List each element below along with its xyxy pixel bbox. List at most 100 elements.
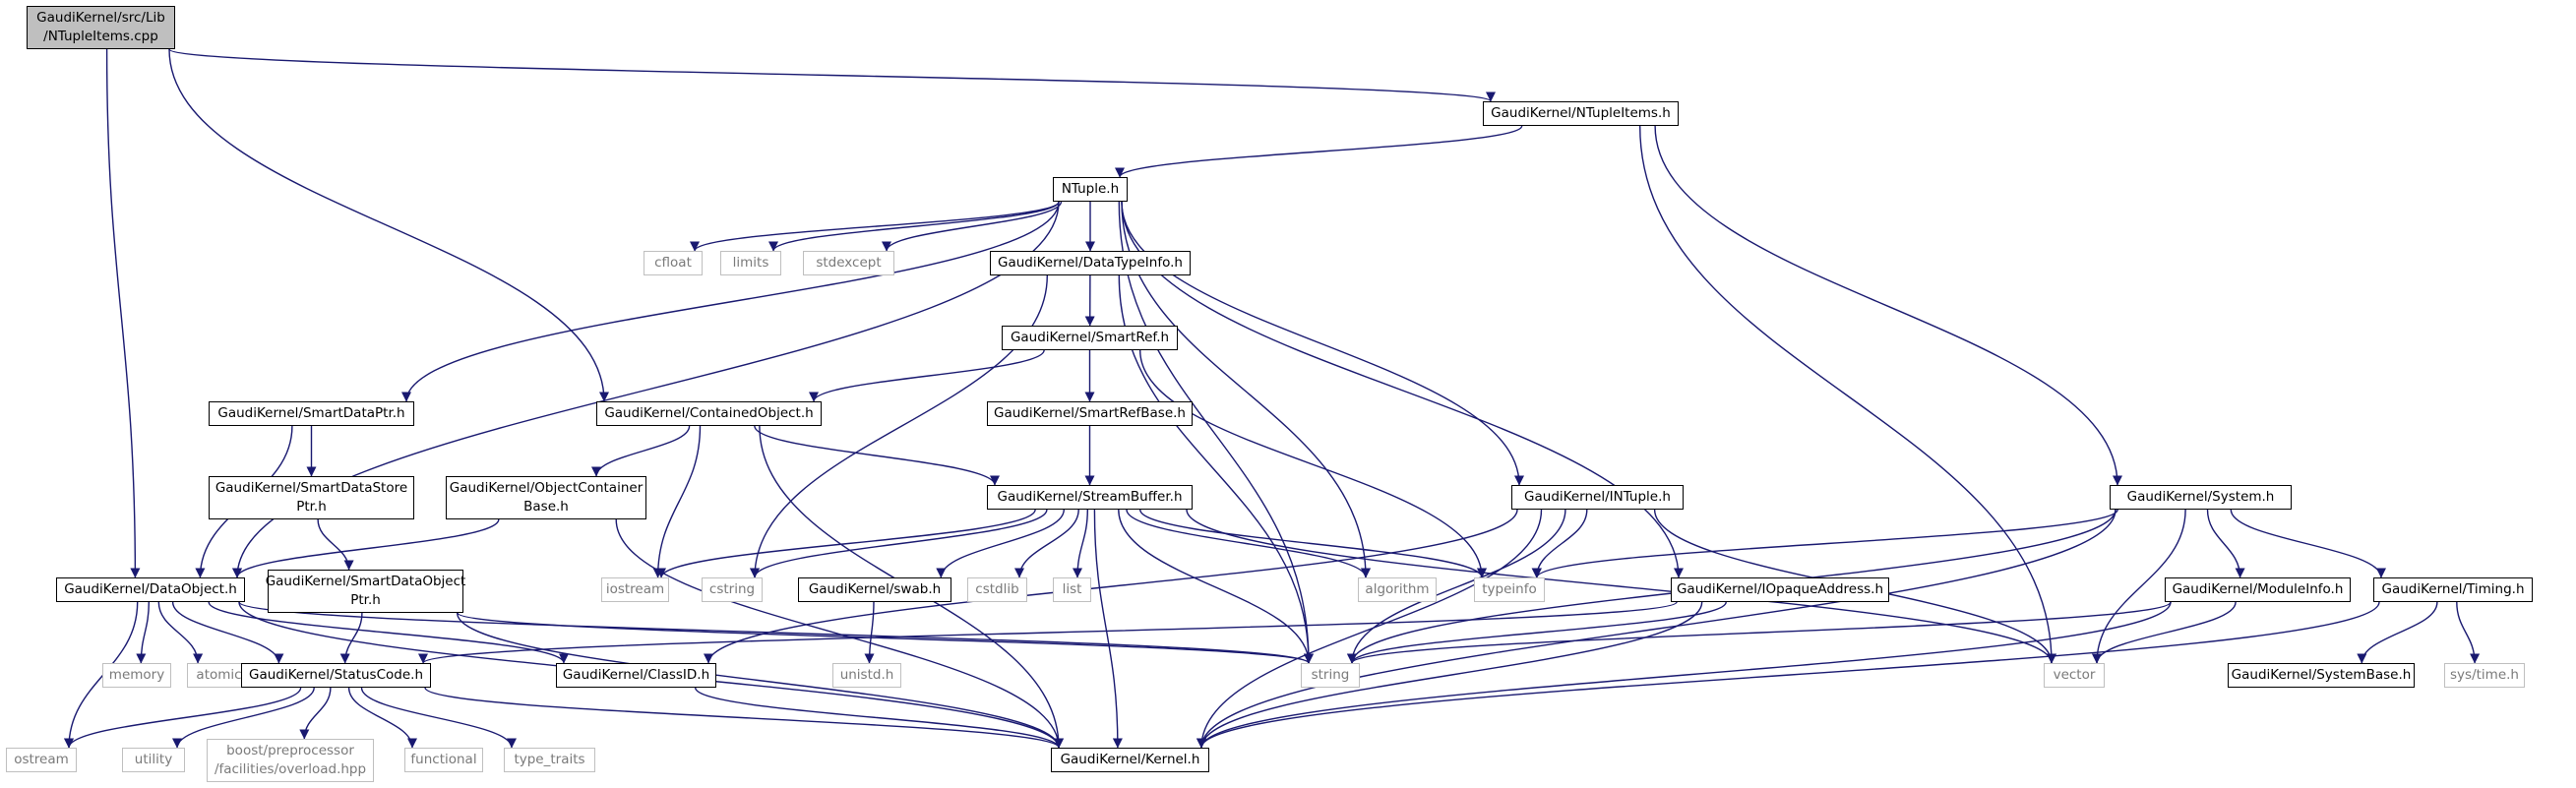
node-iopaqueaddress[interactable]: GaudiKernel/IOpaqueAddress.h	[1671, 577, 1889, 602]
edge-root-to-containedobject	[168, 48, 609, 402]
node-timing[interactable]: GaudiKernel/Timing.h	[2373, 577, 2533, 602]
edge-ntuple-to-smartdataptr	[401, 201, 1060, 402]
node-classid[interactable]: GaudiKernel/ClassID.h	[556, 663, 716, 688]
node-label-line: Ptr.h	[296, 499, 327, 515]
node-ntuple[interactable]: NTuple.h	[1053, 177, 1128, 202]
node-unistd: unistd.h	[832, 663, 901, 688]
node-label-line: GaudiKernel/ModuleInfo.h	[2172, 581, 2344, 597]
node-dataobject[interactable]: GaudiKernel/DataObject.h	[56, 577, 245, 602]
edge-streambuffer-to-typeinfo	[1139, 509, 1487, 578]
node-streambuffer[interactable]: GaudiKernel/StreamBuffer.h	[987, 485, 1193, 510]
node-systembase[interactable]: GaudiKernel/SystemBase.h	[2228, 663, 2415, 688]
node-label: algorithm	[1365, 580, 1429, 599]
node-root[interactable]: GaudiKernel/src/Lib/NTupleItems.cpp	[27, 6, 175, 49]
edge-statuscode-to-overload	[299, 687, 332, 740]
node-statuscode[interactable]: GaudiKernel/StatusCode.h	[241, 663, 431, 688]
node-label: functional	[410, 751, 476, 769]
edge-streambuffer-to-iostream	[656, 509, 1036, 578]
node-label-line: GaudiKernel/Kernel.h	[1060, 752, 1200, 767]
node-label: sys/time.h	[2450, 666, 2519, 685]
edge-dataobject-to-classid	[208, 601, 569, 664]
node-moduleinfo[interactable]: GaudiKernel/ModuleInfo.h	[2165, 577, 2351, 602]
edge-statuscode-to-functional	[347, 687, 417, 749]
node-label: unistd.h	[840, 666, 894, 685]
node-memory: memory	[102, 663, 171, 688]
node-label: GaudiKernel/ModuleInfo.h	[2173, 580, 2344, 599]
node-label-line: limits	[732, 255, 769, 271]
node-label: GaudiKernel/StreamBuffer.h	[998, 488, 1183, 507]
node-label-line: GaudiKernel/SmartRef.h	[1010, 330, 1170, 345]
node-label-line: GaudiKernel/SmartDataPtr.h	[217, 405, 405, 421]
node-cfloat: cfloat	[644, 251, 703, 275]
node-utility: utility	[122, 748, 185, 772]
edge-ntuple-to-cfloat	[690, 201, 1060, 252]
node-type-traits: type_traits	[504, 748, 595, 772]
edge-containedobject-to-iostream	[652, 425, 702, 578]
node-label-line: GaudiKernel/NTupleItems.h	[1491, 105, 1671, 121]
node-label: GaudiKernel/INTuple.h	[1524, 488, 1671, 507]
node-label: GaudiKernel/SmartRef.h	[1011, 329, 1169, 347]
edge-objectcontainerbase-to-kernel	[615, 518, 1064, 749]
edge-streambuffer-to-algorithm	[1126, 509, 1371, 578]
edge-intuple-to-classid	[704, 509, 1518, 664]
node-swab[interactable]: GaudiKernel/swab.h	[798, 577, 951, 602]
node-label: atomic	[196, 666, 241, 685]
node-label-line: GaudiKernel/ObjectContainer	[449, 480, 644, 496]
node-label-line: GaudiKernel/StreamBuffer.h	[997, 489, 1183, 505]
node-label-line: utility	[134, 752, 173, 767]
node-label-line: vector	[2053, 667, 2096, 683]
edge-moduleinfo-to-string	[1347, 601, 2172, 664]
node-kernel[interactable]: GaudiKernel/Kernel.h	[1051, 748, 1209, 772]
node-label-line: GaudiKernel/DataTypeInfo.h	[998, 255, 1183, 271]
node-ntupleitems[interactable]: GaudiKernel/NTupleItems.h	[1483, 101, 1679, 126]
edge-system-to-typeinfo	[1532, 509, 2118, 578]
edge-swab-to-unistd	[864, 601, 875, 664]
node-label-line: GaudiKernel/SmartDataStore	[215, 480, 408, 496]
node-label-line: list	[1062, 581, 1082, 597]
node-limits: limits	[720, 251, 781, 275]
node-stdexcept: stdexcept	[803, 251, 894, 275]
node-datatypeinfo[interactable]: GaudiKernel/DataTypeInfo.h	[990, 251, 1191, 275]
node-typeinfo: typeinfo	[1474, 577, 1545, 602]
edge-streambuffer-to-vector	[1186, 509, 2056, 664]
node-label: iostream	[606, 580, 664, 599]
edge-streambuffer-to-kernel	[1093, 509, 1123, 749]
node-label-line: GaudiKernel/IOpaqueAddress.h	[1676, 581, 1884, 597]
node-containedobject[interactable]: GaudiKernel/ContainedObject.h	[596, 401, 822, 426]
edge-system-to-moduleinfo	[2206, 509, 2245, 578]
node-label-line: Ptr.h	[350, 592, 381, 608]
edge-smartref-to-containedobject	[809, 349, 1045, 402]
node-smartrefbase[interactable]: GaudiKernel/SmartRefBase.h	[987, 401, 1193, 426]
node-label-line: typeinfo	[1482, 581, 1537, 597]
node-iostream: iostream	[601, 577, 669, 602]
edge-root-to-dataobject	[105, 48, 141, 578]
node-system[interactable]: GaudiKernel/System.h	[2110, 485, 2292, 510]
node-label: string	[1312, 666, 1350, 685]
node-label-line: ostream	[14, 752, 69, 767]
node-label: GaudiKernel/DataObject.h	[64, 580, 237, 599]
node-label-line: memory	[108, 667, 165, 683]
node-label: utility	[135, 751, 172, 769]
edge-streambuffer-to-swab	[936, 509, 1065, 578]
node-smartref[interactable]: GaudiKernel/SmartRef.h	[1002, 326, 1178, 350]
node-label: cstring	[709, 580, 755, 599]
edge-timing-to-kernel	[1196, 601, 2380, 749]
node-label: stdexcept	[816, 254, 881, 273]
node-label-line: GaudiKernel/StatusCode.h	[249, 667, 423, 683]
edge-intuple-to-kernel	[1196, 509, 1543, 749]
node-label-line: GaudiKernel/ClassID.h	[562, 667, 710, 683]
node-vector: vector	[2044, 663, 2105, 688]
node-intuple[interactable]: GaudiKernel/INTuple.h	[1511, 485, 1684, 510]
node-label-line: functional	[410, 752, 477, 767]
node-smartdataptr[interactable]: GaudiKernel/SmartDataPtr.h	[209, 401, 414, 426]
node-label: vector	[2054, 666, 2096, 685]
edge-ntuple-to-limits	[768, 201, 1060, 252]
edge-ntuple-to-intuple	[1121, 201, 1524, 486]
node-label: GaudiKernel/SmartRefBase.h	[994, 404, 1186, 423]
edge-intuple-to-string	[1347, 509, 1566, 664]
